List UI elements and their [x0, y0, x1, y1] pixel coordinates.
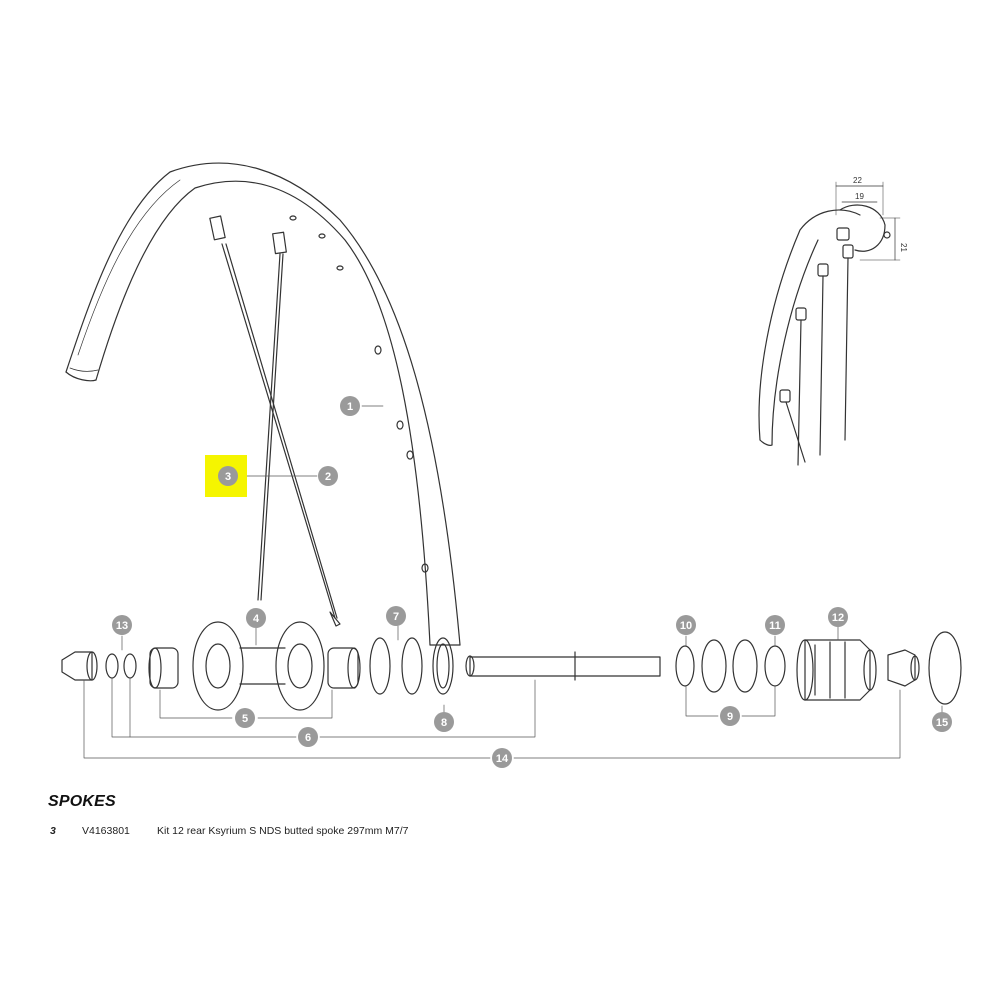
dimension-label-inner-width: 19 [855, 192, 864, 201]
callout-circle-8 [434, 712, 454, 732]
spokes [209, 215, 341, 627]
callout-label-2: 2 [325, 471, 331, 483]
hub-assembly [61, 621, 962, 711]
callout-label-9: 9 [727, 711, 733, 723]
part-number: 3 [50, 825, 56, 837]
callout-circle-2 [318, 466, 338, 486]
callout-circle-11 [765, 615, 785, 635]
callout-circle-13 [112, 615, 132, 635]
callout-label-6: 6 [305, 732, 311, 744]
callout-label-7: 7 [393, 611, 399, 623]
callout-label-10: 10 [680, 620, 692, 632]
callout-circle-10 [676, 615, 696, 635]
rim-profile-detail [758, 181, 901, 466]
callout-circle-6 [298, 727, 318, 747]
callout-label-1: 1 [347, 401, 353, 413]
callout-circle-7 [386, 606, 406, 626]
callout-label-8: 8 [441, 717, 447, 729]
callout-label-4: 4 [253, 613, 260, 625]
callout-circle-12 [828, 607, 848, 627]
part-description: Kit 12 rear Ksyrium S NDS butted spoke 2… [157, 825, 409, 837]
rim [65, 162, 461, 646]
callout-label-15: 15 [936, 717, 948, 729]
leader-lines [83, 405, 943, 759]
callout-label-12: 12 [832, 612, 844, 624]
callout-circle-3 [218, 466, 238, 486]
callout-circle-15 [932, 712, 952, 732]
callout-label-13: 13 [116, 620, 128, 632]
parts-section-title: SPOKES [48, 793, 116, 810]
dimension-label-height: 21 [899, 243, 908, 252]
callout-label-14: 14 [496, 753, 509, 765]
callout-circle-9 [720, 706, 740, 726]
dimension-label-outer-width: 22 [853, 176, 862, 185]
callout-circle-14 [492, 748, 512, 768]
part-code: V4163801 [82, 825, 130, 837]
callout-label-5: 5 [242, 713, 248, 725]
callout-circle-1 [340, 396, 360, 416]
callout-circle-5 [235, 708, 255, 728]
callout-label-3: 3 [225, 471, 231, 483]
callout-label-11: 11 [769, 620, 781, 632]
callout-circle-4 [246, 608, 266, 628]
